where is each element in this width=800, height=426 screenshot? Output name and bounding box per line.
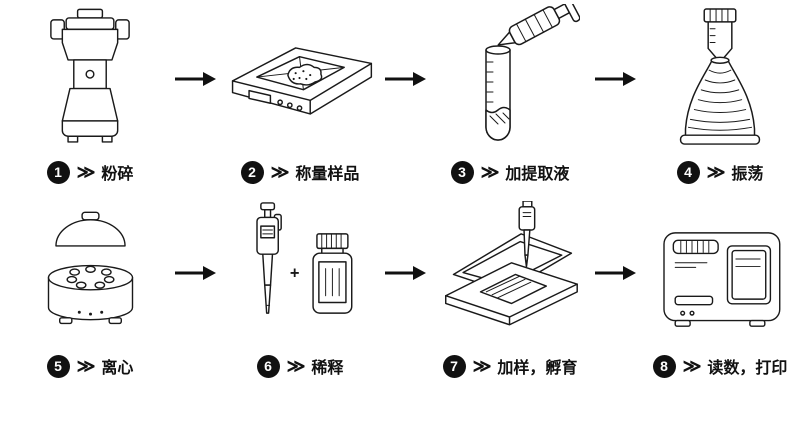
step-5: 5 ≫ 离心 (10, 198, 170, 384)
step-label-row: 5 ≫ 离心 (46, 348, 134, 384)
double-chevron-icon: ≫ (480, 161, 500, 182)
step-label: 振荡 (731, 166, 764, 183)
incubator-icon (444, 200, 578, 325)
pipette-bottle-illustration: + (228, 198, 373, 348)
reader-printer-illustration (645, 198, 795, 348)
step-label-row: 7 ≫ 加样，孵育 (442, 348, 578, 384)
step-number-badge: 1 (46, 160, 70, 184)
step-label-row: 8 ≫ 读数，打印 (652, 348, 788, 384)
tube-dropper-illustration (440, 4, 580, 154)
arrow-right-icon (175, 72, 216, 86)
arrow-right-icon (595, 266, 636, 280)
shaker-illustration (651, 4, 789, 154)
workflow-row-1: 1 ≫ 粉碎 (0, 0, 800, 190)
step-3: 3 ≫ 加提取液 (430, 4, 590, 190)
flow-arrow (380, 4, 430, 154)
step-4: 4 ≫ 振荡 (640, 4, 800, 190)
flow-arrow (380, 198, 430, 348)
arrow-right-icon (385, 72, 426, 86)
double-chevron-icon: ≫ (76, 355, 96, 376)
step-label: 加提取液 (505, 166, 570, 183)
double-chevron-icon: ≫ (706, 161, 726, 182)
double-chevron-icon: ≫ (472, 355, 492, 376)
double-chevron-icon: ≫ (270, 161, 290, 182)
scale-icon (231, 47, 372, 115)
flow-arrow (590, 4, 640, 154)
workflow-row-2: 5 ≫ 离心 + (0, 198, 800, 384)
scale-illustration (218, 4, 383, 154)
plus-sign: + (289, 264, 299, 282)
flow-arrow (590, 198, 640, 348)
step-number-badge: 7 (442, 354, 466, 378)
step-label: 加样，孵育 (497, 360, 578, 377)
centrifuge-illustration (18, 198, 163, 348)
step-8: 8 ≫ 读数，打印 (640, 198, 800, 384)
incubator-illustration (428, 198, 593, 348)
step-1: 1 ≫ 粉碎 (10, 4, 170, 190)
shaker-icon (679, 8, 761, 145)
step-label-row: 6 ≫ 稀释 (256, 348, 344, 384)
step-number-badge: 2 (240, 160, 264, 184)
pipette-bottle-icon: + (255, 201, 352, 314)
grinder-illustration (28, 4, 152, 154)
step-number-badge: 3 (450, 160, 474, 184)
step-2: 2 ≫ 称量样品 (220, 4, 380, 190)
step-number-badge: 5 (46, 354, 70, 378)
step-label: 读数，打印 (707, 360, 788, 377)
double-chevron-icon: ≫ (76, 161, 96, 182)
step-number-badge: 4 (676, 160, 700, 184)
double-chevron-icon: ≫ (286, 355, 306, 376)
step-label: 离心 (101, 360, 134, 377)
arrow-right-icon (175, 266, 216, 280)
double-chevron-icon: ≫ (682, 355, 702, 376)
grinder-icon (50, 8, 130, 143)
step-label-row: 3 ≫ 加提取液 (450, 154, 570, 190)
arrow-right-icon (595, 72, 636, 86)
step-label-row: 4 ≫ 振荡 (676, 154, 764, 190)
tube-dropper-icon (485, 4, 580, 141)
step-label-row: 2 ≫ 称量样品 (240, 154, 360, 190)
step-label-row: 1 ≫ 粉碎 (46, 154, 134, 190)
step-number-badge: 8 (652, 354, 676, 378)
reader-printer-icon (663, 232, 781, 327)
step-number-badge: 6 (256, 354, 280, 378)
step-label: 粉碎 (101, 166, 134, 183)
centrifuge-icon (47, 211, 133, 325)
flow-arrow (170, 4, 220, 154)
arrow-right-icon (385, 266, 426, 280)
step-7: 7 ≫ 加样，孵育 (430, 198, 590, 384)
step-label: 称量样品 (295, 166, 360, 183)
step-label: 稀释 (311, 360, 344, 377)
flow-arrow (170, 198, 220, 348)
step-6: + 6 ≫ 稀释 (220, 198, 380, 384)
